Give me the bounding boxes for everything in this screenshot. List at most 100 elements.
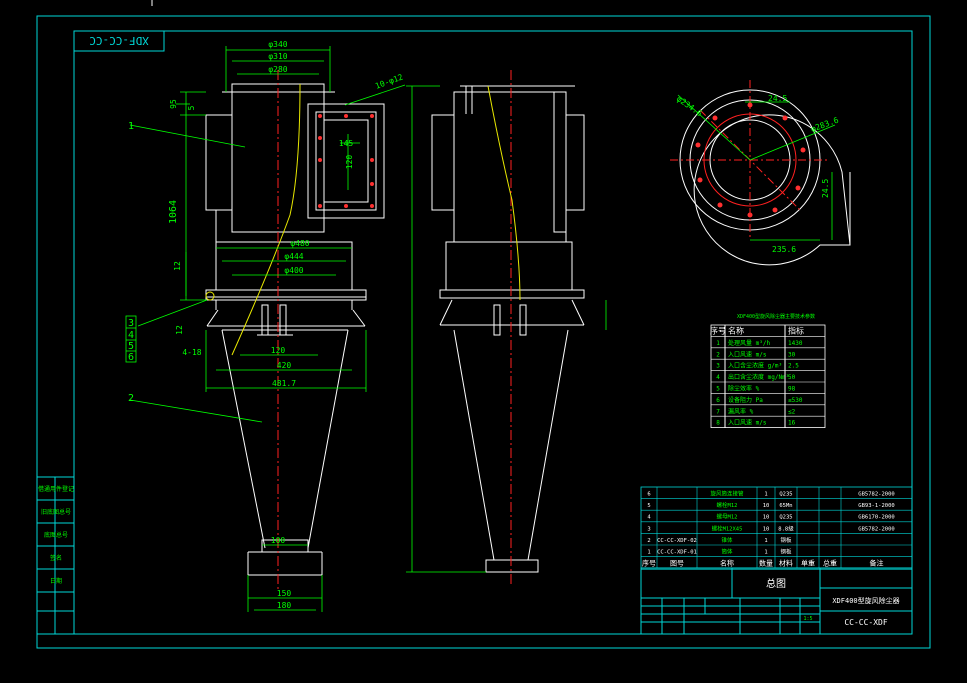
dim-label: 95 (169, 99, 178, 109)
spec-cell: 4 (716, 374, 720, 381)
parts-header-cell: 序号 (642, 559, 656, 568)
parts-cell: 5 (647, 503, 650, 509)
part-leaders (125, 124, 263, 423)
spec-cell: 16 (788, 420, 796, 427)
parts-cell: 10 (763, 526, 770, 532)
dim-label: 481.7 (272, 379, 296, 388)
dim-label: 180 (277, 601, 292, 610)
front-dimensions (176, 46, 406, 612)
parts-cell: GB93-1-2000 (858, 503, 894, 509)
parts-cell: 锥体 (721, 536, 733, 544)
title-block-text: 总图 XDF400型旋风除尘器 CC-CC-XDF 1:5 (766, 577, 900, 627)
dim-label: 12 (175, 325, 184, 335)
spec-cell: 6 (716, 397, 720, 404)
parts-cell: 2 (647, 538, 650, 544)
scale: 1:5 (803, 616, 812, 622)
spec-cell: 50 (788, 374, 796, 381)
parts-cell: 旋风筒连接管 (710, 490, 744, 498)
front-dim-labels: φ340 φ310 φ280 10-φ12 95 5 1064 12 φ480 … (168, 40, 404, 610)
spec-cell: 处理风量 m³/h (728, 339, 770, 347)
parts-cell: 8.8级 (778, 524, 794, 532)
dim-label: φ444 (284, 252, 303, 261)
dim-label: 120 (271, 346, 286, 355)
parts-cell: 1 (764, 492, 767, 498)
balloon: 3 (128, 318, 134, 329)
spec-cell: 2.5 (788, 363, 799, 370)
spec-cell: 98 (788, 386, 796, 393)
parts-cell: 螺栓M12 (717, 501, 738, 509)
left-signature-strip (36, 476, 75, 635)
strip-label: 底图总号 (44, 531, 68, 539)
strip-label: 旧底图总号 (41, 508, 71, 516)
parts-header-cell: 图号 (670, 560, 684, 568)
spec-cell: 入口风速 m/s (728, 351, 767, 358)
parts-cell: CC-CC-XDF-02 (657, 538, 697, 544)
parts-cell: GB5782-2000 (858, 526, 894, 532)
dim-label: 145 (339, 139, 354, 148)
product-name: XDF400型旋风除尘器 (832, 596, 899, 605)
spec-cell: 2 (716, 351, 720, 358)
spec-cell: 8 (716, 420, 720, 427)
parts-cell: 1 (764, 538, 767, 544)
dim-label: 420 (277, 361, 292, 370)
side-view (431, 85, 585, 573)
balloon: 4 (128, 330, 134, 341)
spec-table-border (710, 324, 826, 428)
spec-cell: 1430 (788, 340, 803, 347)
parts-header-cell: 总重 (823, 559, 837, 568)
top-view-bolts (695, 102, 806, 218)
dim-label: 100 (271, 536, 286, 545)
dim-label: 1064 (168, 200, 179, 224)
spec-cell: ≤2 (788, 408, 796, 415)
parts-cell: 65Mn (779, 503, 792, 509)
dim-label: φ310 (268, 52, 287, 61)
parts-cell: 1 (647, 550, 650, 556)
spec-cell: 漏风率 % (728, 407, 754, 415)
parts-cell: 钢板 (780, 548, 792, 556)
front-hidden-curve (231, 83, 301, 356)
spec-cell: 出口含尘浓度 mg/Nm³ (728, 373, 789, 381)
spec-cell: 除尘效率 % (728, 385, 760, 393)
inlet-flange-holes (318, 114, 374, 208)
balloon: 2 (128, 393, 134, 404)
inner-frame (73, 30, 913, 635)
dim-label: 5 (187, 105, 196, 110)
spec-cell: ≤530 (788, 397, 803, 404)
parts-cell: Q235 (779, 492, 792, 498)
parts-header-cell: 材料 (779, 559, 793, 568)
parts-list-border (640, 486, 913, 570)
side-dimensions (406, 85, 607, 573)
parts-cell: 3 (647, 526, 650, 532)
spec-cell: 名称 (728, 326, 744, 336)
spec-cell: 设备阻力 Pa (728, 396, 763, 404)
outer-frame (36, 15, 931, 649)
spec-cell: 指标 (788, 326, 804, 336)
dim-label: 12 (173, 261, 182, 271)
balloon: 5 (128, 341, 134, 352)
parts-cell: 筒体 (721, 548, 733, 556)
parts-cell: 4 (647, 515, 651, 521)
spec-cell: 5 (716, 386, 720, 393)
dim-label: 24.5 (821, 179, 830, 198)
dim-label: 120 (345, 155, 354, 170)
drawing-number: CC-CC-XDF (844, 618, 888, 627)
spec-cell: 1 (716, 340, 720, 347)
parts-header-cell: 单重 (801, 559, 815, 568)
dim-label: 10-φ12 (374, 72, 404, 90)
dim-label: 235.6 (772, 245, 796, 254)
top-dimensions (677, 94, 836, 241)
parts-cell: 6 (647, 492, 650, 498)
left-strip-labels: 借通用件登记 旧底图总号 底图总号 签名 日期 (38, 485, 74, 585)
spec-table-title: XDF400型旋风除尘器主要技术参数 (737, 313, 815, 320)
side-hidden-curve (487, 85, 521, 301)
strip-label: 日期 (50, 577, 62, 585)
parts-cell: 螺母M12 (717, 513, 738, 521)
dim-label: 4-18 (182, 348, 201, 357)
front-view (205, 83, 385, 576)
drawing-name: 总图 (766, 577, 786, 590)
title-tag-box (73, 30, 165, 52)
dim-label: φ283.6 (810, 115, 840, 133)
title-tag: XDF-CC-CC (89, 34, 149, 47)
